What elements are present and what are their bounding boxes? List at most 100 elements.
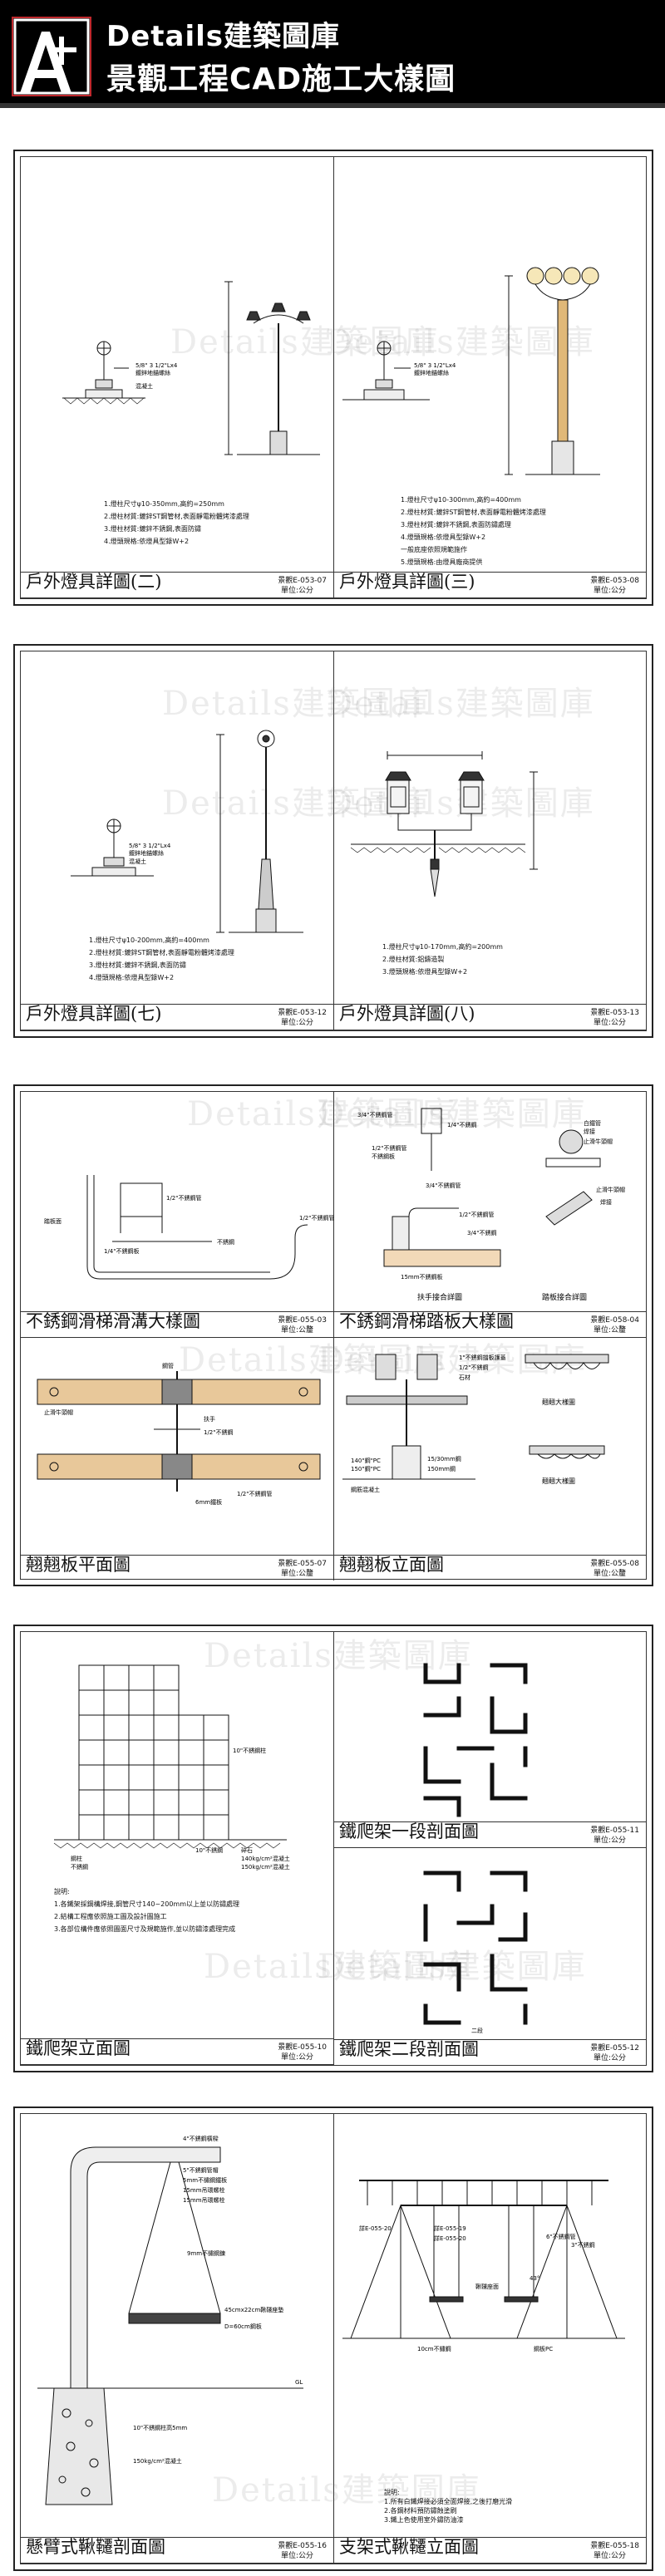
- svg-text:不銹鋼: 不銹鋼: [217, 1238, 234, 1246]
- title-block: 鐵爬架立面圖 景觀E-055-10 單位:公分: [21, 2038, 333, 2064]
- svg-text:1/4"不銹鋼板: 1/4"不銹鋼板: [104, 1247, 140, 1255]
- brand-subtitle: 景觀工程CAD施工大樣圖: [106, 62, 456, 96]
- panel-lamp-detail-7: Details建築圖庫 Details建築圖庫: [21, 651, 430, 1030]
- panel-seesaw-plan: Details建築圖庫 鋼管 止滑牛頭帽 扶手 1/2"不銹鋼 1/2"不銹鋼管: [21, 1338, 446, 1581]
- drawing-code: 景觀E-053-07: [278, 577, 327, 585]
- title-block: 懸臂式鞦韆剖面圖 景觀E-055-16 單位:公分: [21, 2537, 333, 2563]
- svg-text:140"鋼"PC: 140"鋼"PC: [351, 1457, 381, 1464]
- svg-text:鋼筋混凝土: 鋼筋混凝土: [351, 1486, 380, 1493]
- watermark: Details建築圖庫: [170, 323, 440, 361]
- svg-text:4"不銹鋼橫樑: 4"不銹鋼橫樑: [183, 2135, 219, 2142]
- maze-section-2-drawing: 二段: [423, 1871, 528, 2034]
- drawing-code: 景觀E-055-07: [278, 1560, 327, 1568]
- svg-text:1"不銹鋼擋板護蓋: 1"不銹鋼擋板護蓋: [459, 1354, 506, 1361]
- svg-text:150kg/cm²混凝土: 150kg/cm²混凝土: [241, 1863, 290, 1871]
- drawing-unit: 單位:公分: [593, 2054, 626, 2062]
- lamp-post-drawing: [350, 751, 538, 897]
- watermark: Details建築圖庫: [162, 685, 431, 723]
- drawing-sheet-4: Details建築圖庫 Details建築圖庫 10"不銹鋼柱 鋼柱 不銹鋼 1…: [13, 1625, 653, 2072]
- drawing-code: 景觀E-055-12: [590, 2044, 639, 2052]
- drawing-unit: 單位:公分: [593, 1019, 626, 1027]
- drawing-unit: 單位:公分: [593, 2552, 626, 2560]
- svg-text:D=60cm鋼板: D=60cm鋼板: [224, 2323, 262, 2330]
- drawing-code: 景觀E-053-13: [590, 1009, 639, 1017]
- panel-climbing-frame-section-2: Details建築圖庫 二段 鐵爬架二段剖面圖 景觀E-055-12 單位:公分: [318, 1848, 646, 2065]
- title-block: 不銹鋼滑梯踏板大樣圖 景觀E-058-04 單位:公釐: [334, 1311, 646, 1337]
- svg-text:二段: 二段: [471, 2027, 483, 2034]
- svg-text:鍍鋅地錨螺絲: 鍍鋅地錨螺絲: [414, 369, 449, 376]
- svg-text:焊接: 焊接: [600, 1198, 612, 1206]
- svg-text:翹翹大樣圖: 翹翹大樣圖: [542, 1477, 575, 1485]
- panel-lamp-detail-2: Details建築圖庫: [21, 157, 438, 598]
- maze-section-1-drawing: 一段: [423, 1663, 528, 1817]
- svg-text:10"不銹鋼: 10"不銹鋼: [195, 1846, 223, 1854]
- title-block: 戶外燈具詳圖(三) 景觀E-053-08 單位:公分: [334, 572, 646, 597]
- drawing-title: 鐵爬架二段剖面圖: [339, 2039, 479, 2059]
- svg-text:15mm吊環螺栓: 15mm吊環螺栓: [183, 2196, 225, 2204]
- svg-text:1/2"不銹鋼管: 1/2"不銹鋼管: [299, 1214, 334, 1222]
- watermark: Details建築圖庫: [162, 784, 431, 823]
- drawing-sheet-2: Details建築圖庫 Details建築圖庫: [13, 644, 653, 1038]
- svg-text:鍍鋅地錨螺絲: 鍍鋅地錨螺絲: [135, 369, 170, 376]
- svg-text:混凝土: 混凝土: [135, 382, 153, 390]
- svg-text:45cmx22cm鞦韆座墊: 45cmx22cm鞦韆座墊: [224, 2306, 283, 2313]
- svg-text:140kg/cm²混凝土: 140kg/cm²混凝土: [241, 1855, 290, 1862]
- drawing-unit: 單位:公釐: [280, 1326, 313, 1335]
- title-block: 鐵爬架一段剖面圖 景觀E-055-11 單位:公分: [334, 1821, 646, 1847]
- svg-text:6"不銹鋼管: 6"不銹鋼管: [546, 2233, 576, 2240]
- svg-text:5mm不鏽鋼鐵板: 5mm不鏽鋼鐵板: [183, 2176, 227, 2184]
- svg-text:5"不銹鋼管帽: 5"不銹鋼管帽: [183, 2166, 219, 2174]
- svg-text:10"不銹鋼柱高5mm: 10"不銹鋼柱高5mm: [133, 2424, 187, 2431]
- cantilever-swing-drawing: 4"不銹鋼橫樑 5"不銹鋼管帽 5mm不鏽鋼鐵板 15mm吊環螺栓 15mm吊環…: [37, 2135, 303, 2505]
- svg-text:3/4"不銹鋼管: 3/4"不銹鋼管: [357, 1111, 393, 1118]
- lamp-post-drawing: 5/8" 3 1/2"Lx4 鍍鋅地錨螺絲: [342, 267, 600, 475]
- title-block: 戶外燈具詳圖(七) 景觀E-053-12 單位:公分: [21, 1004, 333, 1030]
- drawing-title: 翹翹板平面圖: [26, 1555, 131, 1575]
- svg-text:1/4"不銹鋼: 1/4"不銹鋼: [447, 1121, 477, 1128]
- drawing-unit: 單位:公釐: [593, 1326, 626, 1335]
- svg-text:扶手接合詳圖: 扶手接合詳圖: [417, 1292, 462, 1302]
- svg-text:踏板面: 踏板面: [44, 1217, 62, 1225]
- watermark: Details建築圖庫: [318, 1095, 587, 1133]
- header-divider: [0, 103, 665, 108]
- climbing-frame-drawing: 10"不銹鋼柱 鋼柱 不銹鋼 10"不銹鋼 碎石 140kg/cm²混凝土 15…: [53, 1664, 290, 1871]
- panel-cantilever-swing-section: Details建築圖庫 4"不銹鋼橫樑 5"不銹鋼管帽 5mm不鏽鋼鐵板 15m…: [21, 2114, 480, 2564]
- drawing-title: 戶外燈具詳圖(三): [339, 572, 475, 592]
- svg-text:GL: GL: [295, 2379, 303, 2386]
- brand-title: Details建築圖庫: [106, 20, 341, 53]
- svg-text:5/8" 3 1/2"Lx4: 5/8" 3 1/2"Lx4: [129, 843, 171, 849]
- drawing-unit: 單位:公釐: [280, 1570, 313, 1578]
- lamp-post-drawing: 5/8" 3 1/2"Lx4 鍍鋅地錨螺絲 混凝土: [62, 281, 320, 455]
- drawing-title: 不銹鋼滑梯踏板大樣圖: [339, 1311, 514, 1331]
- watermark: Details建築圖庫: [326, 776, 595, 824]
- panel-slide-groove-detail: Details建築圖庫 踏板面 1/2"不銹鋼管 1/2"不銹鋼管 1/4"不銹…: [21, 1092, 455, 1338]
- svg-text:1/2"不銹鋼管: 1/2"不銹鋼管: [237, 1490, 273, 1497]
- svg-text:翹翹大樣圖: 翹翹大樣圖: [542, 1398, 575, 1406]
- svg-text:1/2"不銹鋼管: 1/2"不銹鋼管: [372, 1144, 407, 1152]
- drawing-title: 不銹鋼滑梯滑溝大樣圖: [26, 1311, 200, 1331]
- drawing-title: 支架式鞦韆立面圖: [339, 2537, 479, 2557]
- watermark: Details建築圖庫: [187, 1095, 456, 1133]
- svg-text:踏板接合詳圖: 踏板接合詳圖: [542, 1292, 587, 1302]
- watermark: Details建築圖庫: [204, 1948, 473, 1986]
- drawing-title: 翹翹板立面圖: [339, 1555, 444, 1575]
- svg-text:150"鋼"PC: 150"鋼"PC: [351, 1465, 381, 1472]
- drawing-code: 景觀E-055-10: [278, 2043, 327, 2052]
- svg-text:43°: 43°: [530, 2275, 539, 2282]
- drawing-unit: 單位:公分: [280, 2552, 313, 2560]
- drawing-code: 景觀E-058-04: [590, 1316, 639, 1325]
- svg-text:鞦韆座面: 鞦韆座面: [475, 2283, 499, 2290]
- frame-swing-drawing: 6"不銹鋼管 3"不銹鋼 鞦韆座面 詳E-055-20 詳E-055-19 詳E…: [342, 2180, 625, 2352]
- svg-text:3/4"不銹鋼: 3/4"不銹鋼: [467, 1229, 497, 1236]
- svg-text:10"不銹鋼柱: 10"不銹鋼柱: [233, 1747, 266, 1754]
- drawing-unit: 單位:公分: [280, 1019, 313, 1027]
- watermark: Details建築圖庫: [179, 1341, 448, 1379]
- title-block: 戶外燈具詳圖(二) 景觀E-053-07 單位:公分: [21, 572, 333, 597]
- svg-text:白鐵管: 白鐵管: [584, 1119, 601, 1127]
- title-block: 支架式鞦韆立面圖 景觀E-055-18 單位:公分: [334, 2537, 646, 2563]
- panel-frame-swing-elevation: 6"不銹鋼管 3"不銹鋼 鞦韆座面 詳E-055-20 詳E-055-19 詳E…: [334, 2114, 646, 2564]
